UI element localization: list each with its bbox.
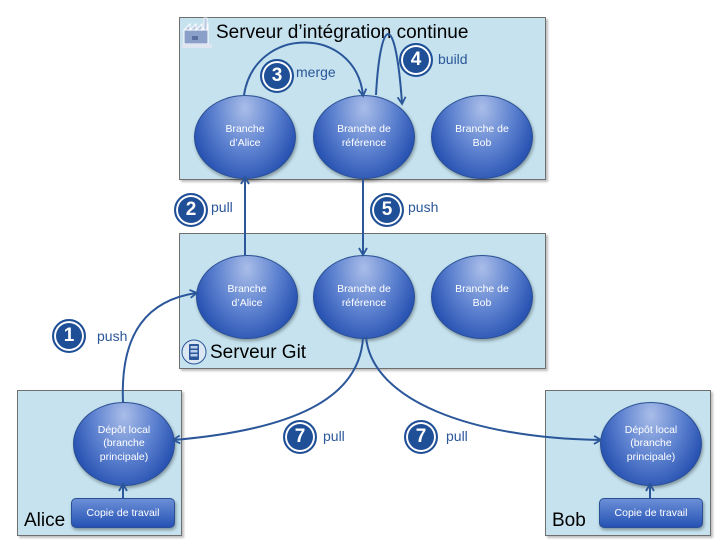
step-label-5: push	[408, 199, 439, 215]
step-badge-3: 3	[260, 59, 294, 93]
step-label-1: push	[97, 328, 128, 344]
alice-title: Alice	[24, 510, 66, 531]
ci-branch-reference: Branche de référence	[313, 95, 415, 179]
ci-branch-bob: Branche de Bob	[431, 95, 533, 179]
git-branch-alice: Branche d’Alice	[196, 255, 298, 339]
step-label-7-bob: pull	[446, 428, 468, 444]
server-icon	[181, 339, 207, 365]
bob-local-repo: Dépôt local (branche principale)	[600, 402, 702, 486]
ci-server-title: Serveur d’intégration continue	[216, 22, 469, 43]
git-branch-reference: Branche de référence	[313, 255, 415, 339]
step-badge-2: 2	[174, 193, 208, 227]
alice-working-copy: Copie de travail	[71, 498, 175, 528]
step-label-3: merge	[296, 64, 336, 80]
step-badge-4: 4	[399, 43, 433, 77]
step-badge-7-alice: 7	[283, 420, 317, 454]
bob-working-copy: Copie de travail	[599, 498, 703, 528]
step-badge-7-bob: 7	[404, 420, 438, 454]
bob-title: Bob	[552, 510, 586, 531]
step-label-4: build	[438, 51, 468, 67]
step-badge-1: 1	[52, 319, 86, 353]
factory-icon	[182, 17, 212, 48]
git-server-title: Serveur Git	[210, 342, 307, 363]
step-badge-5: 5	[370, 193, 404, 227]
ci-branch-alice: Branche d’Alice	[194, 95, 296, 179]
alice-local-repo: Dépôt local (branche principale)	[73, 402, 175, 486]
step-label-2: pull	[211, 199, 233, 215]
step-label-7-alice: pull	[323, 428, 345, 444]
git-branch-bob: Branche de Bob	[431, 255, 533, 339]
